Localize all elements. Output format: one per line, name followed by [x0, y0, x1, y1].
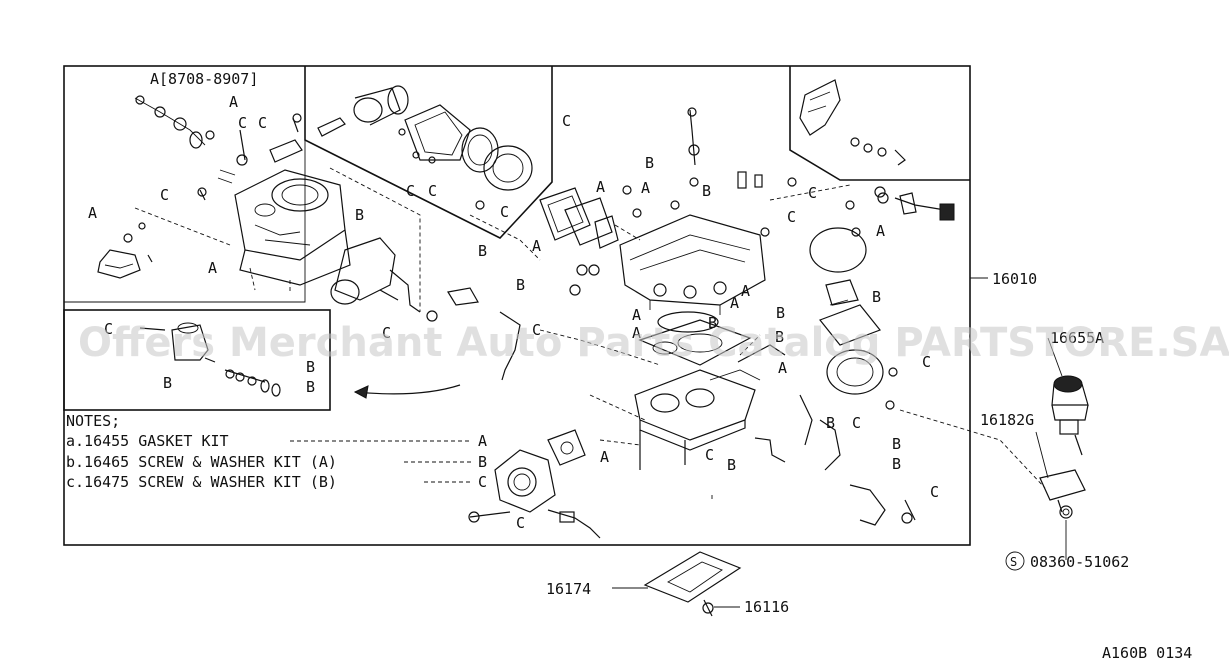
notes-heading: NOTES;: [66, 412, 120, 430]
solenoid-valve: [97, 222, 153, 279]
part-number-screw: 16116: [744, 598, 789, 616]
arrow-head: [353, 385, 369, 399]
part-number-base-gasket: 16174: [546, 580, 591, 598]
callout-letter: C: [160, 186, 169, 204]
dashpot-assembly: [139, 322, 281, 397]
float-chamber-body: [619, 214, 766, 315]
callout-letter: C: [104, 320, 113, 338]
callout-letter: C: [705, 446, 714, 464]
callout-letter: A: [741, 282, 750, 300]
callout-letter: C: [406, 182, 415, 200]
gasket-set: [539, 187, 752, 366]
callout-letter: C: [808, 184, 817, 202]
note-ref-letter: C: [478, 473, 487, 491]
callout-letter: B: [892, 435, 901, 453]
callout-letter: B: [892, 455, 901, 473]
power-valve-diaphragm: [809, 227, 898, 410]
callout-letter: B: [727, 456, 736, 474]
callout-letter: C: [382, 324, 391, 342]
fuel-cut-sensor: [877, 192, 955, 221]
relocation-arrow: [354, 384, 461, 395]
callout-letter: B: [776, 304, 785, 322]
kit-letter-callouts: A C C C A A B C C C C B B C C A A B A B …: [88, 93, 939, 532]
fast-idle-cam: [330, 237, 438, 322]
callout-letter: A: [229, 93, 238, 111]
choke-housing: [468, 449, 601, 539]
callout-letter: C: [852, 414, 861, 432]
note-ref-letter: B: [478, 453, 487, 471]
callout-letter: A: [730, 294, 739, 312]
callout-letter: C: [516, 514, 525, 532]
flange-gasket: [547, 429, 586, 466]
callout-letter: C: [787, 208, 796, 226]
part-number-bolt: 08360-51062: [1030, 553, 1129, 571]
note-ref-letter: A: [478, 432, 487, 450]
figure-code: A160B 0134: [1102, 644, 1192, 662]
callout-letter: C: [562, 112, 571, 130]
callout-letter: B: [306, 358, 315, 376]
part-number-dashpot: 16655A: [1050, 329, 1104, 347]
small-bracket-parts: [197, 113, 303, 201]
callout-letter: C: [532, 321, 541, 339]
inset-bottom-left: [63, 309, 331, 411]
callout-letter: C: [258, 114, 267, 132]
callout-letter: C: [930, 483, 939, 501]
standard-part-symbol: [1005, 551, 1025, 571]
callout-letter: A: [632, 324, 641, 342]
carburetor-top-cover: [234, 169, 351, 292]
dashpot-bracket: [1039, 469, 1086, 519]
callout-letter: A: [532, 237, 541, 255]
callout-letter: B: [163, 374, 172, 392]
throttle-body: [634, 369, 761, 470]
callout-letter: C: [500, 203, 509, 221]
callout-letter: A: [600, 448, 609, 466]
note-line-screw-kit-a: b.16465 SCREW & WASHER KIT (A): [66, 453, 337, 471]
inset-date-label: A[8708-8907]: [150, 70, 258, 88]
callout-letter: A: [778, 359, 787, 377]
callout-letter: A: [596, 178, 605, 196]
callout-letter: B: [645, 154, 654, 172]
callout-letter: B: [355, 206, 364, 224]
inset-divider-top-center: [304, 66, 553, 239]
throttle-linkages: [447, 287, 916, 526]
part-number-bracket: 16182G: [980, 411, 1034, 429]
callout-letter: B: [826, 414, 835, 432]
callout-letter: C: [428, 182, 437, 200]
dashed-guides: [134, 167, 1046, 500]
base-gasket-16174: [643, 551, 742, 617]
watermark-text: Offers Merchant Auto Parts Catalog PARTS…: [78, 320, 1229, 366]
callout-letter: A: [88, 204, 97, 222]
inset-divider-top-right: [789, 66, 970, 181]
notes-block: NOTES; a.16455 GASKET KIT A b.16465 SCRE…: [66, 412, 487, 491]
callout-letter: B: [516, 276, 525, 294]
callout-letter: C: [238, 114, 247, 132]
fuel-cut-bracket: [799, 79, 906, 166]
callout-letter: A: [632, 306, 641, 324]
diagram-frame: [63, 65, 971, 546]
callout-letter: B: [872, 288, 881, 306]
callout-letter: B: [775, 328, 784, 346]
callout-letter: B: [306, 378, 315, 396]
callout-letter: B: [708, 314, 717, 332]
standard-part-symbol-letter: S: [1010, 555, 1017, 569]
dashpot-16655a: [1051, 375, 1089, 456]
callout-letter: A: [641, 179, 650, 197]
leader-lines: [290, 277, 1067, 608]
inset-divider-left: [64, 140, 306, 303]
callout-letter: B: [702, 182, 711, 200]
callout-letter: A: [876, 222, 885, 240]
callout-letter: A: [208, 259, 217, 277]
choke-shaft-parts: [134, 95, 215, 149]
callout-letter: B: [478, 242, 487, 260]
note-line-screw-kit-b: c.16475 SCREW & WASHER KIT (B): [66, 473, 337, 491]
part-number-main-assembly: 16010: [992, 270, 1037, 288]
note-line-gasket-kit: a.16455 GASKET KIT: [66, 432, 229, 450]
callout-letter: C: [922, 353, 931, 371]
accelerator-pump-assembly: [317, 85, 533, 210]
jets-and-screws: [569, 107, 886, 296]
